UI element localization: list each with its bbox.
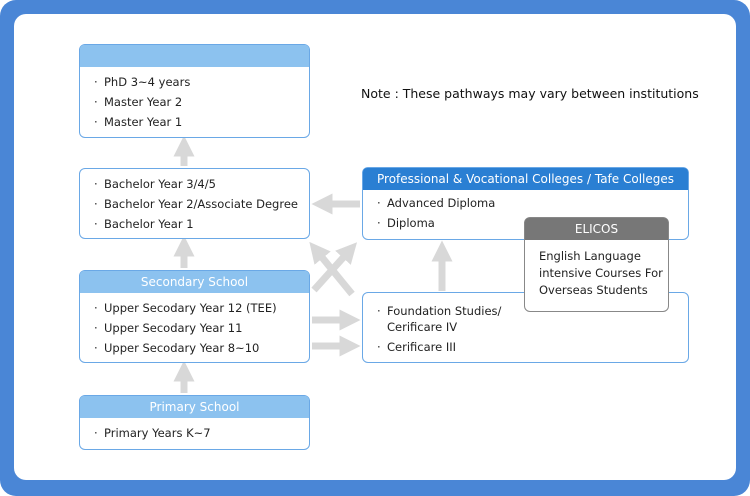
- arrow-foundation-to-bachelor: [309, 241, 355, 297]
- professional-colleges-header: Professional & Vocational Colleges / Taf…: [363, 168, 688, 190]
- elicos-line: English Language: [539, 249, 641, 263]
- list-item: ·Diploma: [377, 216, 435, 230]
- list-item: ·Master Year 1: [94, 115, 183, 129]
- primary-school-header: Primary School: [80, 396, 309, 418]
- list-item: ·Upper Secodary Year 8~10: [94, 341, 260, 355]
- list-item: ·Bachelor Year 3/4/5: [94, 177, 216, 191]
- primary-school-box: Primary School ·Primary Years K~7: [79, 395, 310, 450]
- list-item: ·Bachelor Year 2/Associate Degree: [94, 197, 298, 211]
- list-item: ·Foundation Studies/: [377, 304, 502, 318]
- elicos-line: Overseas Students: [539, 283, 648, 297]
- elicos-box: ELICOS English Language intensive Course…: [524, 217, 669, 312]
- secondary-school-box: Secondary School ·Upper Secodary Year 12…: [79, 270, 310, 363]
- elicos-line: intensive Courses For: [539, 266, 663, 280]
- list-item: ·Upper Secodary Year 12 (TEE): [94, 301, 277, 315]
- list-item: ·Advanced Diploma: [377, 196, 496, 210]
- pathway-note: Note : These pathways may vary between i…: [361, 86, 699, 101]
- list-item: ·PhD 3~4 years: [94, 75, 191, 89]
- professional-colleges-box: Professional & Vocational Colleges / Taf…: [362, 167, 689, 240]
- list-item: ·Master Year 2: [94, 95, 183, 109]
- postgraduate-header: [80, 45, 309, 67]
- elicos-header: ELICOS: [525, 218, 668, 240]
- list-item: ·Cerificare III: [377, 340, 457, 354]
- postgraduate-box: ·PhD 3~4 years ·Master Year 2 ·Master Ye…: [79, 44, 310, 138]
- list-item-continued: Cerificare IV: [387, 320, 458, 334]
- list-item: ·Bachelor Year 1: [94, 217, 194, 231]
- list-item: ·Upper Secodary Year 11: [94, 321, 243, 335]
- secondary-school-header: Secondary School: [80, 271, 309, 293]
- list-item: ·Primary Years K~7: [94, 426, 211, 440]
- bachelor-box: ·Bachelor Year 3/4/5 ·Bachelor Year 2/As…: [79, 168, 310, 239]
